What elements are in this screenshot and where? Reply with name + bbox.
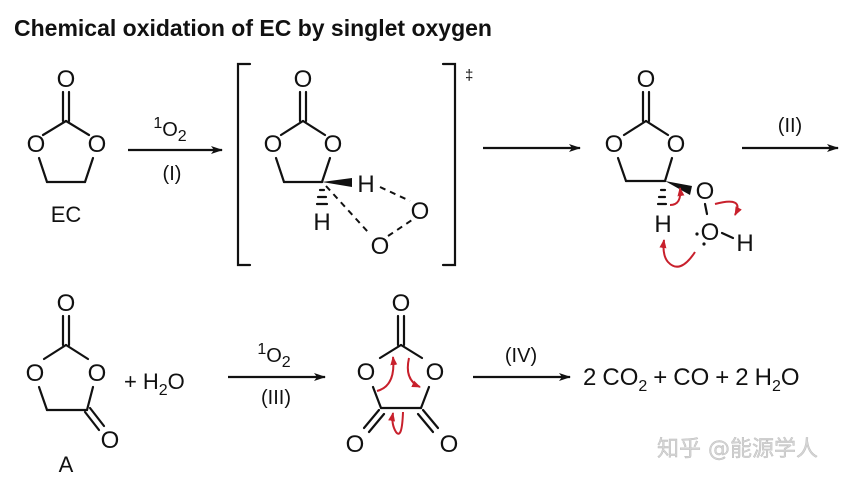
- compound-a: O O O O A: [26, 290, 120, 477]
- step-ii-arrow: (II): [742, 115, 839, 152]
- svg-text:H: H: [357, 171, 374, 198]
- step-i-reagent: 1O2: [153, 115, 186, 145]
- svg-text:O: O: [101, 427, 120, 454]
- svg-text:O: O: [667, 131, 686, 158]
- svg-text:O: O: [605, 131, 624, 158]
- svg-text:O: O: [57, 66, 76, 93]
- svg-text:O: O: [88, 131, 107, 158]
- svg-text:O: O: [701, 219, 720, 246]
- svg-text:O: O: [57, 290, 76, 317]
- svg-text:O: O: [357, 359, 376, 386]
- svg-text:O: O: [264, 131, 283, 158]
- step-iii-arrow: 1O2 (III): [228, 341, 326, 409]
- step-ii-label: (II): [778, 115, 802, 137]
- scheme-title: Chemical oxidation of EC by singlet oxyg…: [14, 15, 492, 41]
- transition-state: ‡ O O O H H O O: [236, 62, 473, 267]
- svg-text:O: O: [26, 360, 45, 387]
- svg-text:O: O: [440, 431, 459, 458]
- svg-text:O: O: [371, 233, 390, 260]
- svg-text:O: O: [637, 66, 656, 93]
- svg-text:O: O: [426, 359, 445, 386]
- water-coreactant: +H2O: [124, 369, 185, 399]
- svg-text:O: O: [27, 131, 46, 158]
- step-iv-label: (IV): [505, 345, 537, 367]
- ts-marker: ‡: [465, 67, 473, 84]
- svg-text:O: O: [294, 66, 313, 93]
- step-i-label: (I): [163, 163, 182, 185]
- ec-molecule: O O O EC: [27, 66, 107, 227]
- oxalate-intermediate: O O O O O: [346, 290, 459, 458]
- ec-label: EC: [51, 202, 82, 227]
- step-iii-reagent: 1O2: [257, 341, 290, 371]
- svg-text:O: O: [696, 178, 715, 205]
- svg-text:H: H: [654, 211, 671, 238]
- svg-text:O: O: [324, 131, 343, 158]
- step-iv-arrow: (IV): [473, 345, 571, 381]
- step-i-arrow: 1O2 (I): [128, 115, 223, 185]
- svg-text:O: O: [346, 431, 365, 458]
- svg-text:O: O: [392, 290, 411, 317]
- step-iii-label: (III): [261, 387, 291, 409]
- svg-text:O: O: [88, 360, 107, 387]
- svg-text:H: H: [313, 209, 330, 236]
- watermark: 知乎 @能源学人: [657, 437, 818, 462]
- svg-text:H: H: [736, 230, 753, 257]
- hydroperoxide-intermediate: O O O O O H H: [605, 66, 754, 268]
- svg-text:O: O: [411, 198, 430, 225]
- compound-a-label: A: [59, 452, 74, 477]
